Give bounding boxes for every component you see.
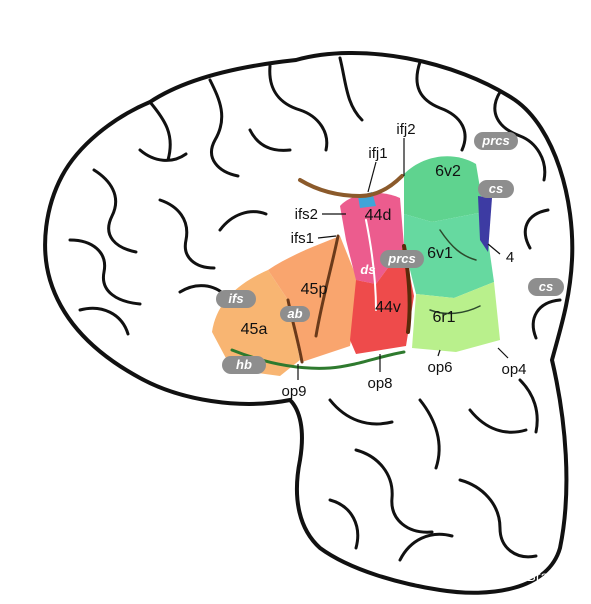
area-6v2-region [404, 156, 484, 222]
tag-ab: ab [287, 306, 302, 321]
label-op9: op9 [281, 383, 306, 400]
watermark-text: SelfMind SocialBrain [430, 568, 559, 584]
cortical-areas [212, 156, 500, 376]
area-labels: 44d 44v 45p 45a 6v2 6v1 6r1 [241, 163, 461, 338]
label-op8: op8 [367, 375, 392, 392]
tag-cs-lower-pill [528, 278, 564, 296]
tag-ds: ds [360, 262, 375, 277]
label-6v2: 6v2 [435, 163, 461, 180]
label-ifs2: ifs2 [295, 206, 318, 223]
label-4: 4 [506, 249, 514, 266]
tag-cs-lower: cs [539, 279, 553, 294]
tag-hb-pill [222, 356, 266, 374]
label-op6: op6 [427, 359, 452, 376]
watermark-icon [410, 568, 426, 584]
label-6v1: 6v1 [427, 245, 453, 262]
label-ifj1: ifj1 [368, 145, 387, 162]
pointer-lines [297, 138, 509, 380]
watermark: SelfMind SocialBrain [410, 568, 559, 584]
area-44v-region [350, 246, 414, 354]
area-4-region [478, 196, 492, 252]
tag-prcs-mid: prcs [387, 251, 415, 266]
label-45p: 45p [301, 281, 328, 298]
tag-prcs-mid-pill [380, 250, 424, 268]
tag-ifs: ifs [228, 291, 243, 306]
tag-hb: hb [236, 357, 252, 372]
tag-prcs-top-pill [474, 132, 518, 150]
sulcus-tags: prcs cs cs ifs ab hb ds prcs [216, 132, 564, 374]
tag-ifs-pill [216, 290, 256, 308]
label-44v: 44v [375, 299, 401, 316]
tag-cs-upper-pill [478, 180, 514, 198]
label-ifs1: ifs1 [291, 230, 314, 247]
label-6r1: 6r1 [432, 309, 455, 326]
tag-ab-pill [280, 306, 310, 322]
pointer-labels: ifj2 ifj1 ifs2 ifs1 4 op9 op8 op6 op4 [281, 121, 526, 400]
gyri-folds [68, 56, 562, 562]
area-45p-region [268, 236, 360, 362]
label-45a: 45a [241, 321, 268, 338]
label-44d: 44d [365, 207, 392, 224]
tag-prcs-top: prcs [481, 133, 509, 148]
area-6v1-region [404, 212, 494, 298]
tag-cs-upper: cs [489, 181, 503, 196]
area-6r1-region [412, 282, 500, 352]
label-op4: op4 [501, 361, 526, 378]
label-ifj2: ifj2 [396, 121, 415, 138]
